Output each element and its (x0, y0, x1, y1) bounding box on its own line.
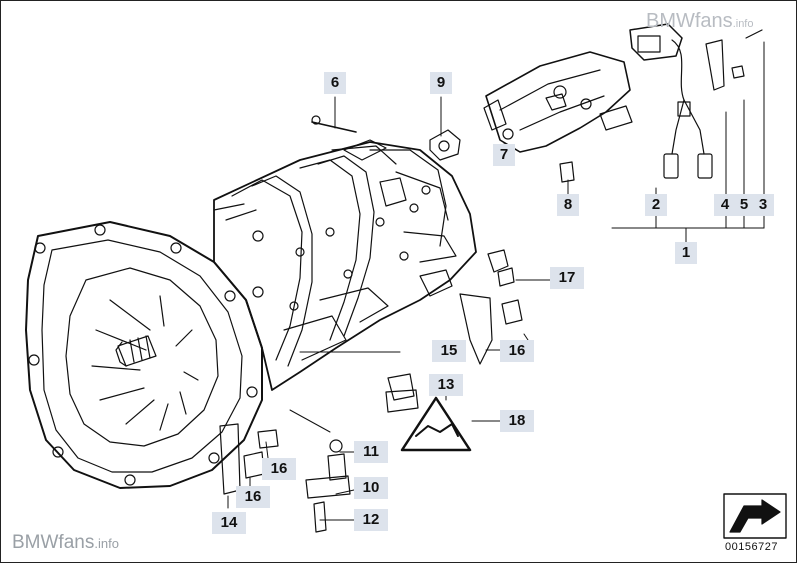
callout-3[interactable]: 3 (752, 194, 774, 216)
callout-19[interactable]: 18 (500, 410, 534, 432)
page-corner-arrow-icon (723, 493, 787, 539)
callout-15[interactable]: 15 (432, 340, 466, 362)
reference-number: 00156727 (725, 541, 778, 553)
selector-housing-drawing (483, 51, 633, 153)
callout-16-lower[interactable]: 16 (236, 486, 270, 508)
watermark-top-brand: BMWfans (646, 10, 733, 32)
callout-8[interactable]: 8 (557, 194, 579, 216)
watermark-top-suffix: .info (732, 18, 754, 30)
callout-9[interactable]: 9 (430, 72, 452, 94)
callout-4[interactable]: 4 (714, 194, 736, 216)
callout-13[interactable]: 13 (429, 374, 463, 396)
callout-5[interactable]: 5 (733, 194, 755, 216)
callout-18[interactable]: 17 (550, 267, 584, 289)
callout-10[interactable]: 10 (354, 477, 388, 499)
callout-6[interactable]: 6 (324, 72, 346, 94)
bell-housing-drawing (25, 221, 263, 489)
callout-1[interactable]: 1 (675, 242, 697, 264)
callout-17[interactable]: 16 (262, 458, 296, 480)
watermark-suffix: .info (94, 536, 119, 551)
callout-12[interactable]: 12 (354, 509, 388, 531)
callout-16-upper[interactable]: 16 (500, 340, 534, 362)
watermark-brand: BMWfans (12, 532, 95, 553)
callout-7[interactable]: 7 (493, 144, 515, 166)
watermark-top: BMWfans.info (646, 10, 753, 33)
callout-2[interactable]: 2 (645, 194, 667, 216)
sensor-harness-drawing (629, 23, 763, 179)
callout-11[interactable]: 11 (354, 441, 388, 463)
leader-lines (227, 41, 765, 521)
gearbox-case-drawing (213, 139, 477, 391)
caution-triangle-icon (400, 396, 472, 452)
callout-14[interactable]: 14 (212, 512, 246, 534)
small-parts-drawing (219, 115, 575, 533)
watermark-bottom: BMWfans.info (12, 532, 119, 554)
